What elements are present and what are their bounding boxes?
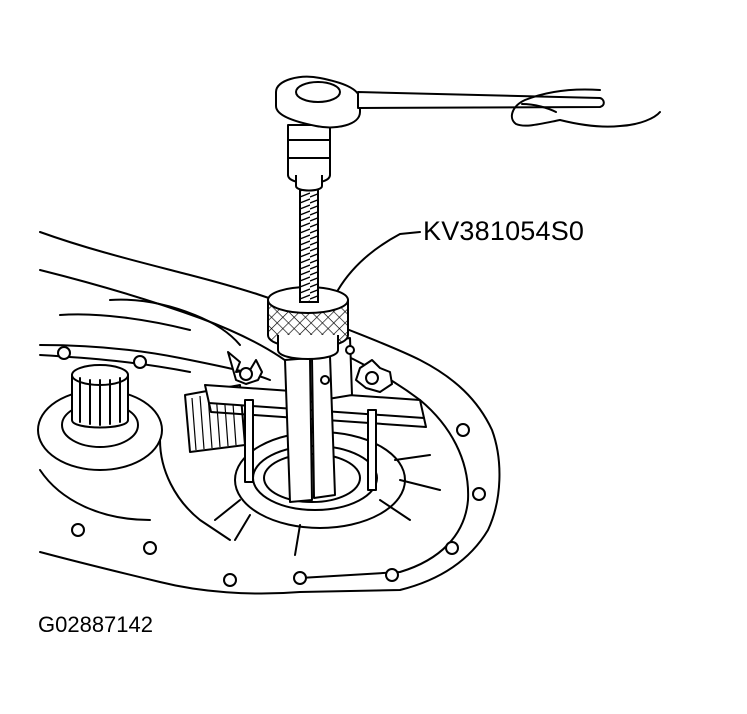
socket <box>287 124 331 192</box>
puller-crossbar <box>204 351 427 491</box>
threaded-screw <box>299 179 319 303</box>
gear <box>159 384 246 541</box>
adapter-block <box>284 337 355 503</box>
leader-line <box>337 231 421 291</box>
figure-code-label: G02887142 <box>38 612 153 637</box>
ratchet-wrench <box>275 75 605 129</box>
tool-number-label: KV381054S0 <box>423 216 585 246</box>
hand <box>510 88 661 128</box>
left-shaft-bearing <box>37 364 163 521</box>
